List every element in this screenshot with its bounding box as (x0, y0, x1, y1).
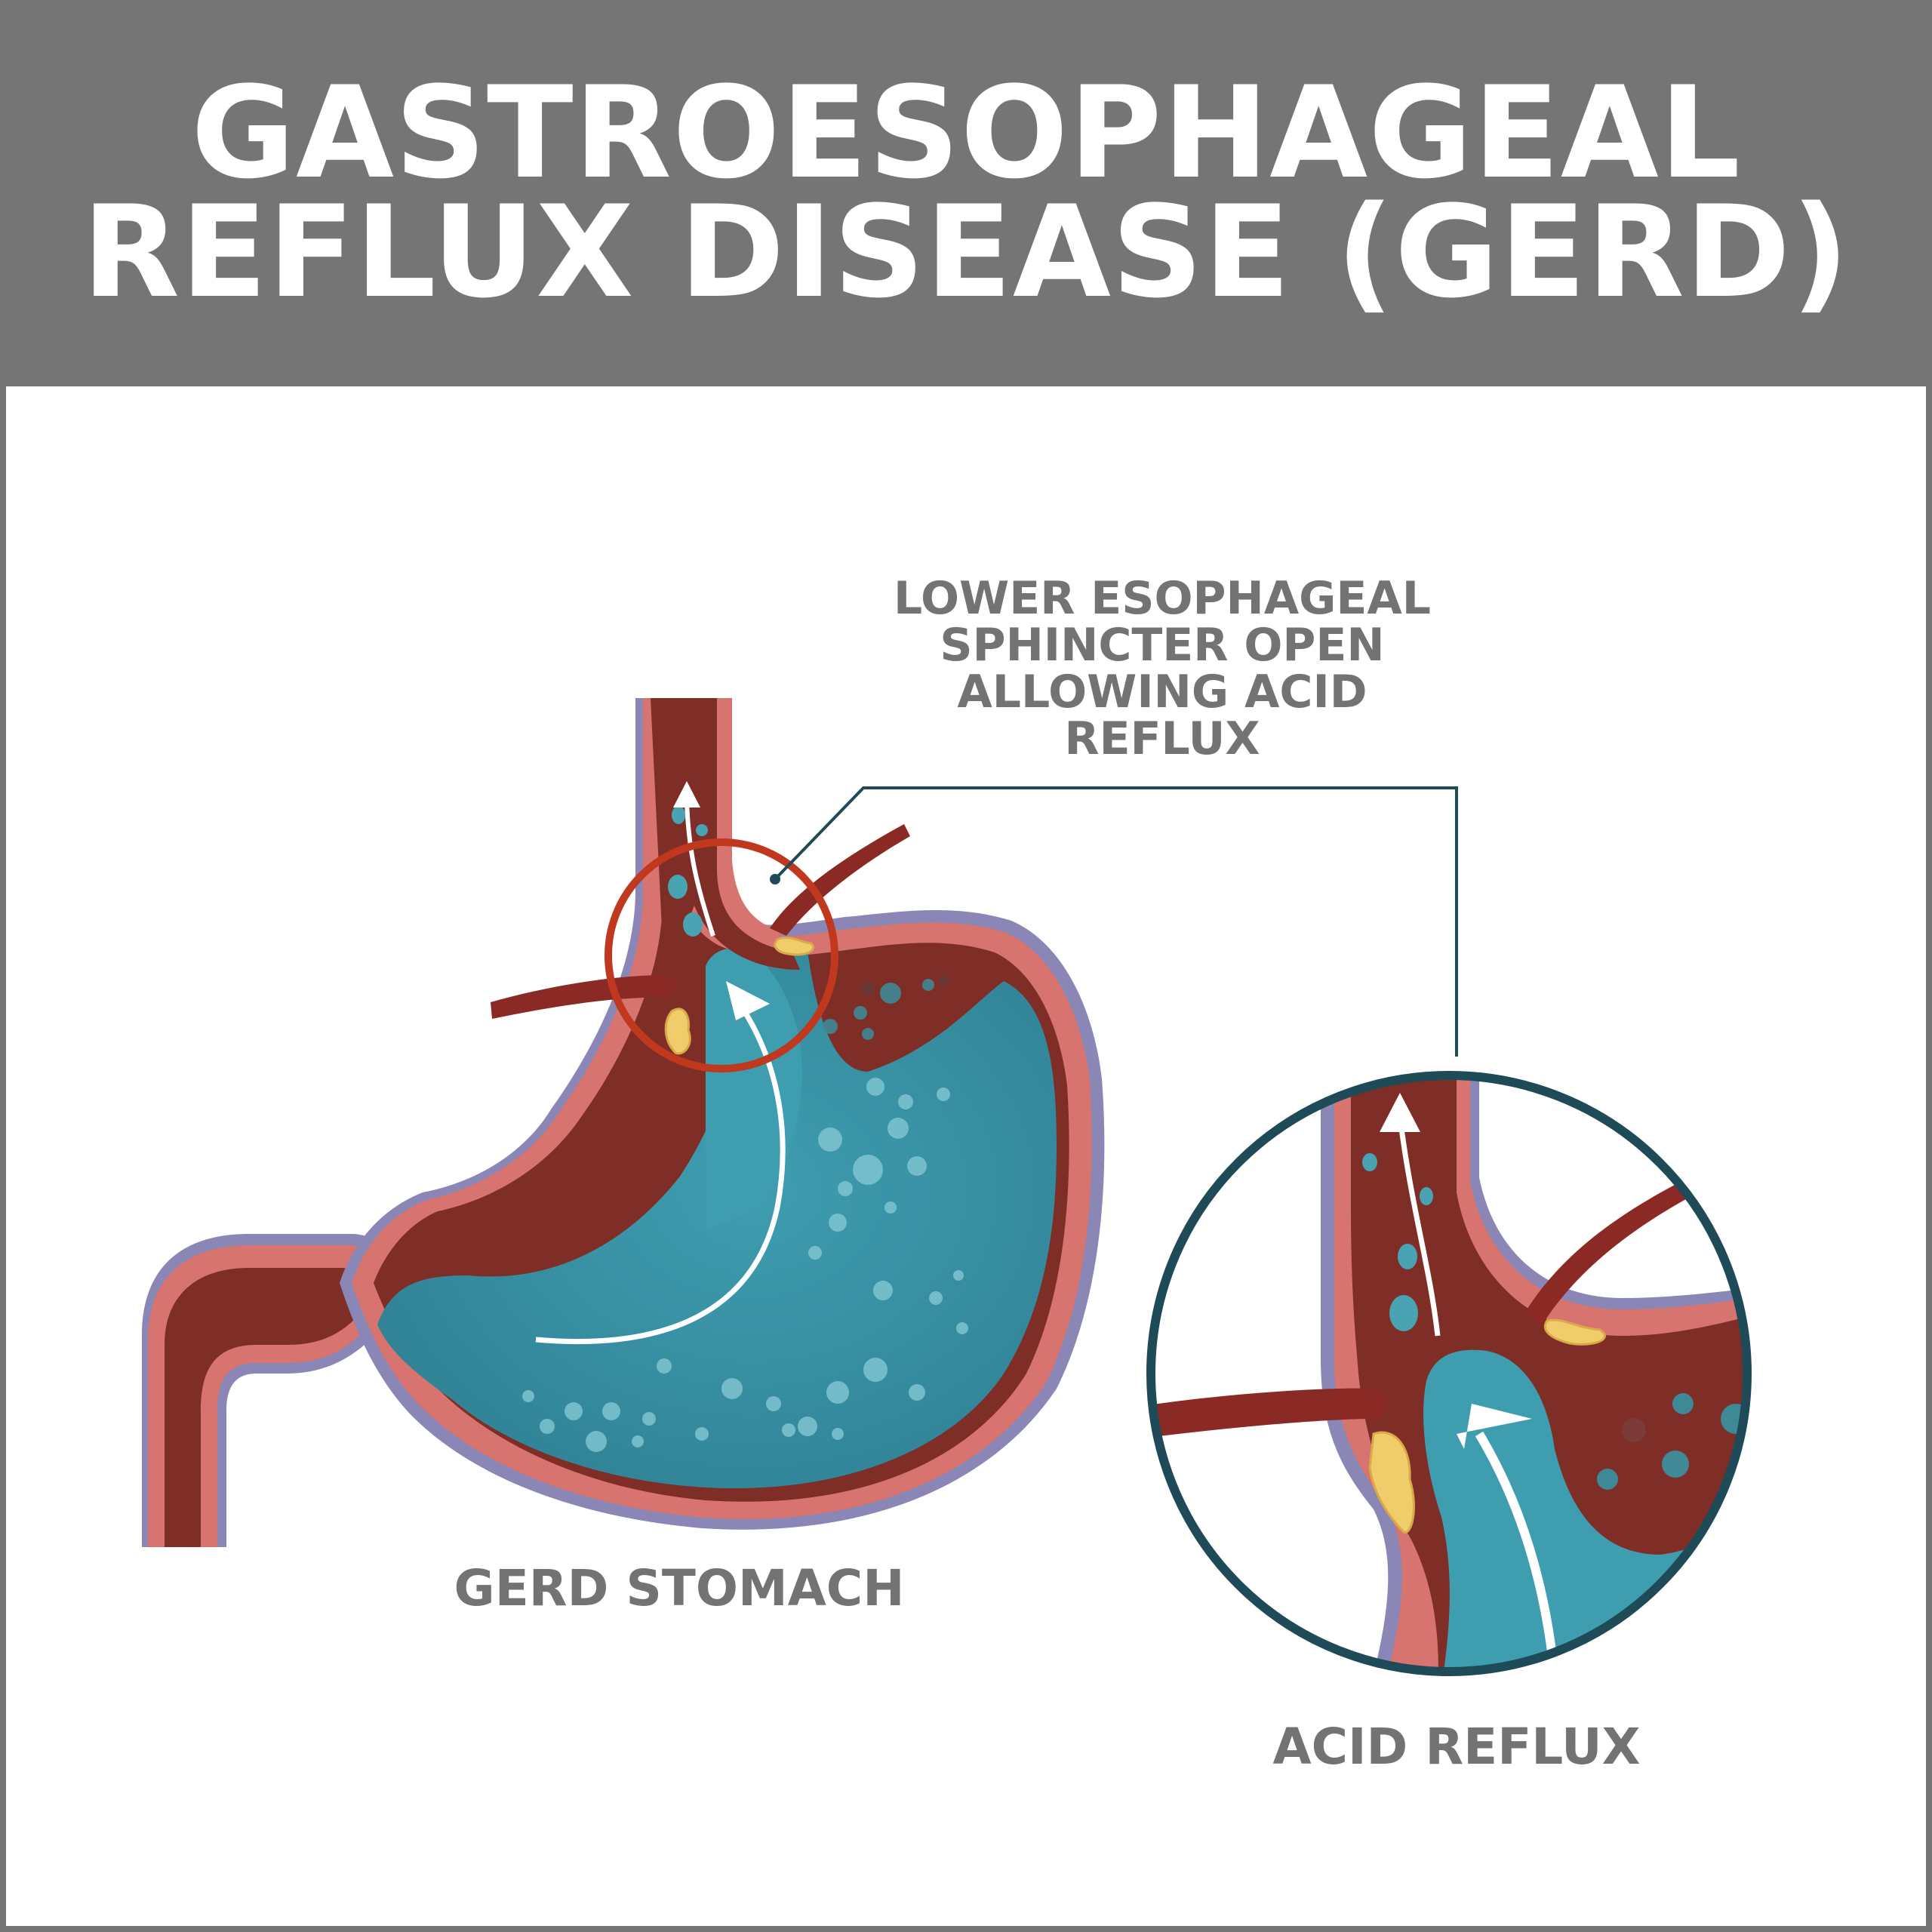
sphincter-label: LOWER ESOPHAGEAL SPHINCTER OPEN ALLOWING… (860, 575, 1464, 762)
sphincter-label-line-4: REFLUX (1064, 712, 1260, 765)
reflux-arrow-long (535, 1002, 786, 1344)
acid-reflux-label: ACID REFLUX (1272, 1718, 1641, 1776)
title-line-2: REFLUX DISEASE (GERD) (82, 178, 1850, 326)
sphincter-highlight-ring (605, 838, 838, 1072)
leader-line (770, 786, 1458, 1057)
sphincter-label-line-1: LOWER ESOPHAGEAL (893, 572, 1432, 625)
acid-reflux-detail (1146, 1071, 1752, 1676)
title-banner: GASTROESOPHAGEAL REFLUX DISEASE (GERD) (0, 0, 1932, 385)
acid-bubbles (522, 1078, 968, 1452)
gerd-stomach-label: GERD STOMACH (454, 1559, 905, 1617)
detail-ring (1146, 1071, 1752, 1676)
diaphragm-muscle-right (770, 824, 910, 936)
fat-deposits (664, 937, 814, 1055)
sphincter-label-line-2: SPHINCTER OPEN (940, 619, 1385, 672)
acid-column (706, 948, 802, 1230)
sphincter-label-line-3: ALLOWING ACID (957, 666, 1367, 718)
diaphragm-muscle-left (491, 975, 677, 1019)
stomach-drawing (142, 698, 1105, 1547)
reflux-arrow-short (685, 799, 715, 937)
title-line-1: GASTROESOPHAGEAL (191, 59, 1741, 207)
